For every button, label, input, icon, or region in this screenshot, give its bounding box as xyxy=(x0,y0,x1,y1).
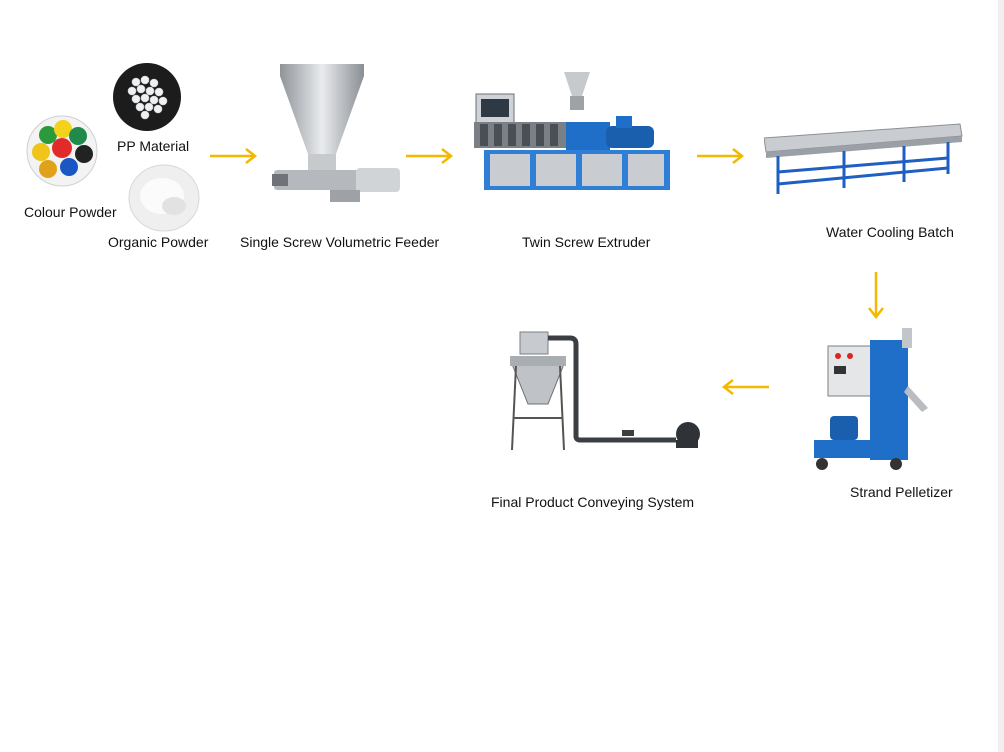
pelletizer-label: Strand Pelletizer xyxy=(850,484,953,500)
arrow-materials-to-feeder xyxy=(210,147,262,165)
twin-screw-extruder-image xyxy=(466,70,676,196)
colour-powder-label: Colour Powder xyxy=(24,204,117,220)
single-screw-volumetric-feeder-image xyxy=(270,62,404,204)
feeder-label: Single Screw Volumetric Feeder xyxy=(240,234,440,250)
arrow-feeder-to-extruder xyxy=(406,147,458,165)
colour-powder-image xyxy=(26,115,98,187)
organic-powder-label: Organic Powder xyxy=(108,234,209,250)
arrow-extruder-to-cooling xyxy=(697,147,749,165)
organic-powder-image xyxy=(128,164,200,232)
pp-material-image xyxy=(112,62,182,132)
pp-material-label: PP Material xyxy=(117,138,190,154)
cooling-label: Water Cooling Batch xyxy=(826,224,954,240)
arrow-pelletizer-to-conveying xyxy=(717,378,769,396)
page-edge xyxy=(998,0,1004,752)
strand-pelletizer-image xyxy=(808,326,932,476)
arrow-cooling-to-pelletizer xyxy=(867,272,885,322)
water-cooling-batch-image xyxy=(764,122,964,200)
conveying-label: Final Product Conveying System xyxy=(491,494,695,510)
extruder-label: Twin Screw Extruder xyxy=(522,234,651,250)
final-product-conveying-system-image xyxy=(506,328,706,454)
